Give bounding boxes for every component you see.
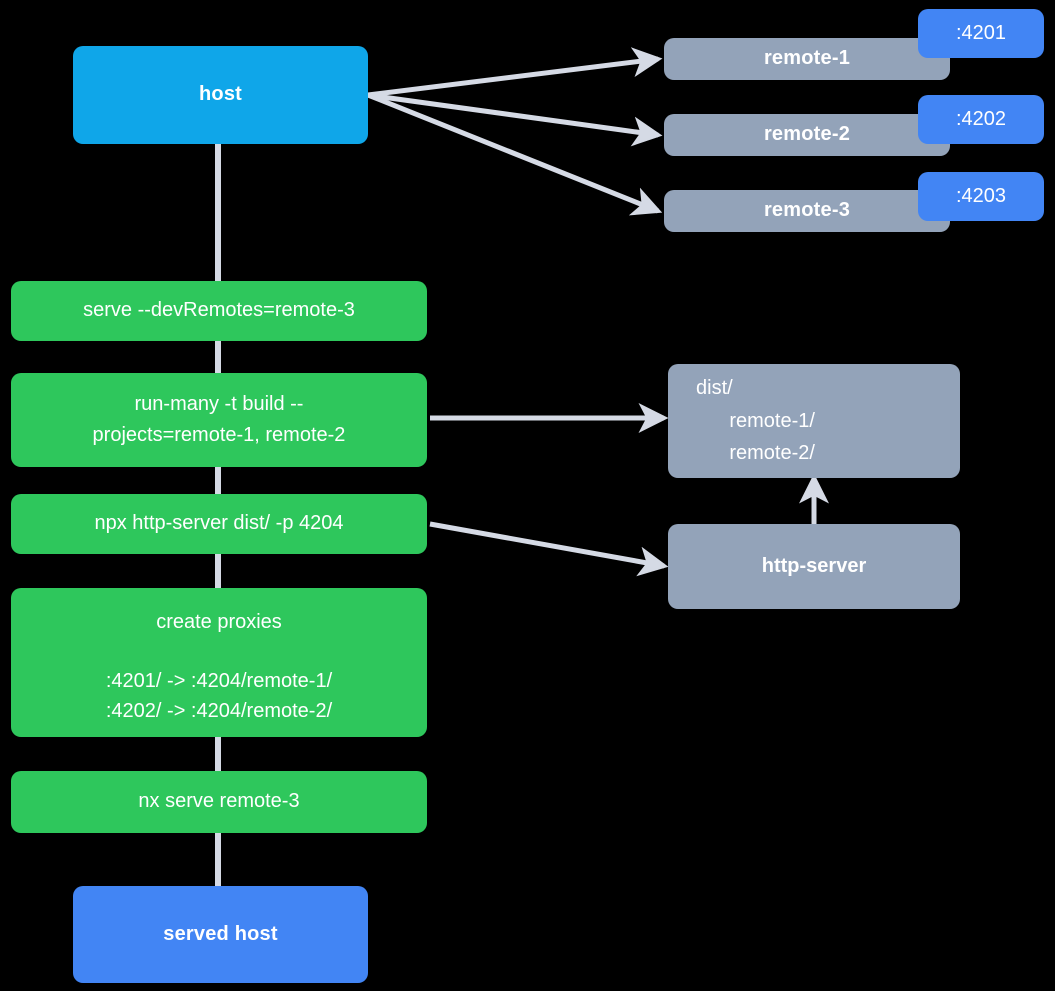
node-command-serve-devremotes[interactable]: serve --devRemotes=remote-3 (11, 281, 427, 341)
node-remote-2[interactable]: remote-2 (664, 114, 950, 156)
node-remote-1[interactable]: remote-1 (664, 38, 950, 80)
port-badge-remote-2-label: :4202 (955, 107, 1007, 130)
edge-host-remote-1 (367, 47, 663, 98)
node-remote-2-label: remote-2 (763, 123, 851, 146)
port-badge-remote-1[interactable]: :4201 (918, 9, 1044, 58)
port-badge-remote-3[interactable]: :4203 (918, 172, 1044, 221)
node-command-create-proxies-lines: :4201/ -> :4204/remote-1/ :4202/ -> :420… (105, 669, 333, 722)
node-host[interactable]: host (73, 46, 368, 144)
edge-npx-httpserver (429, 521, 669, 577)
host-to-remotes-edges (367, 47, 663, 216)
node-remote-3-label: remote-3 (763, 199, 851, 222)
node-host-label: host (198, 83, 243, 106)
port-badge-remote-2[interactable]: :4202 (918, 95, 1044, 144)
node-command-npx-http-server-label: npx http-server dist/ -p 4204 (94, 512, 344, 535)
port-badge-remote-3-label: :4203 (955, 184, 1007, 207)
node-command-create-proxies[interactable]: create proxies :4201/ -> :4204/remote-1/… (11, 588, 427, 737)
node-dist[interactable]: dist/ remote-1/ remote-2/ (668, 364, 960, 478)
node-command-npx-http-server[interactable]: npx http-server dist/ -p 4204 (11, 494, 427, 554)
node-command-nx-serve-remote-3[interactable]: nx serve remote-3 (11, 771, 427, 833)
edge-host-remote-3 (367, 92, 663, 216)
node-command-run-many-label: run-many -t build -- projects=remote-1, … (92, 393, 346, 446)
node-command-create-proxies-title: create proxies (156, 611, 282, 633)
edge-host-remote-2 (367, 92, 663, 147)
node-remote-1-label: remote-1 (763, 47, 851, 70)
node-http-server[interactable]: http-server (668, 524, 960, 609)
port-badge-remote-1-label: :4201 (955, 21, 1007, 44)
node-dist-label: dist/ remote-1/ remote-2/ (696, 377, 815, 465)
node-command-run-many[interactable]: run-many -t build -- projects=remote-1, … (11, 373, 427, 467)
node-command-nx-serve-remote-3-label: nx serve remote-3 (138, 790, 300, 813)
node-served-host[interactable]: served host (73, 886, 368, 983)
node-remote-3[interactable]: remote-3 (664, 190, 950, 232)
node-http-server-label: http-server (761, 554, 867, 577)
node-served-host-label: served host (163, 922, 278, 945)
node-command-serve-devremotes-label: serve --devRemotes=remote-3 (83, 299, 355, 322)
